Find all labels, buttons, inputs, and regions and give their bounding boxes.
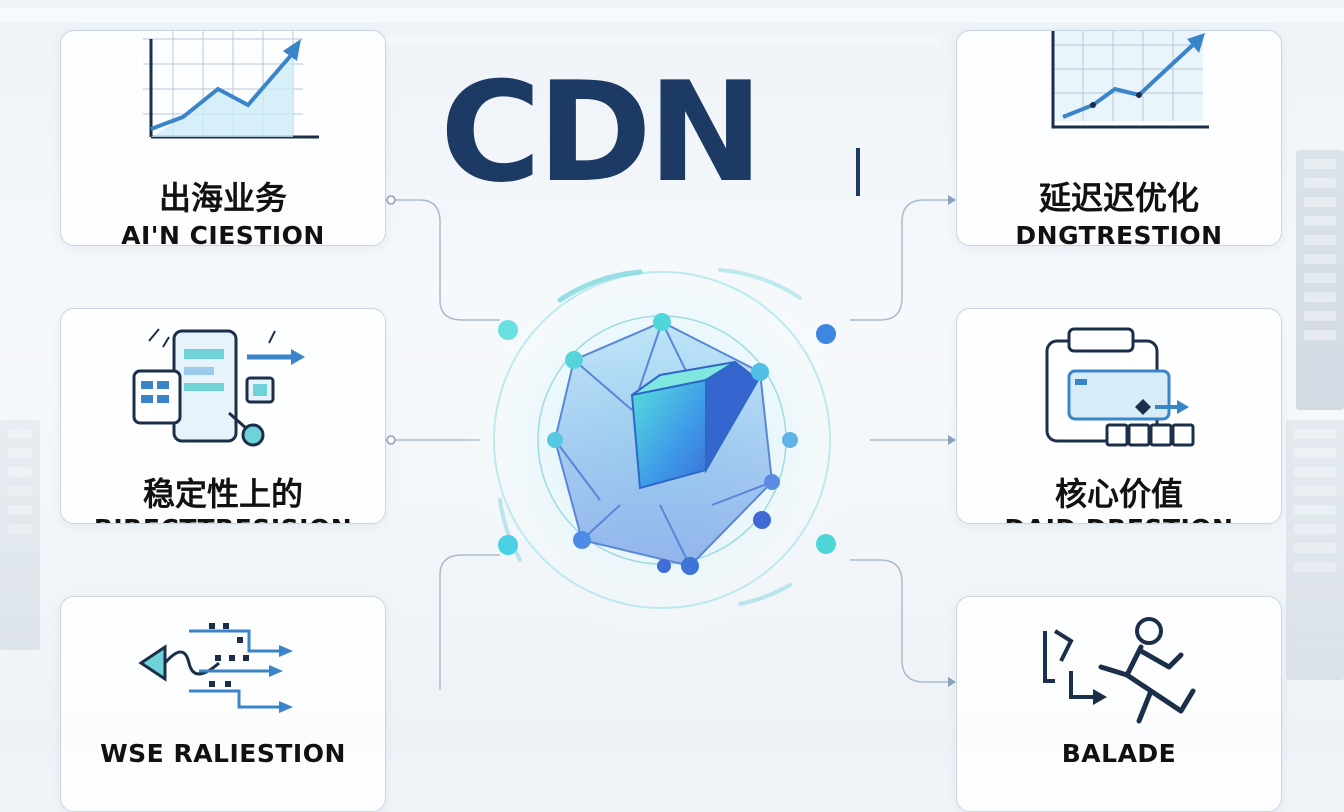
growth-chart-icon <box>143 31 319 139</box>
connector-overseas <box>385 199 500 321</box>
card-cn-label: 核心价值 <box>1054 475 1183 513</box>
card-en-label: BIRECTTRESISION <box>61 514 385 523</box>
page-title: CDN <box>440 52 763 213</box>
connector-latency <box>850 199 948 321</box>
card-en-label: BALADE <box>1061 739 1177 768</box>
connector-dot-2 <box>386 435 396 445</box>
card-en-label: AI'N CIESTION <box>121 221 325 246</box>
hub-cube <box>630 360 760 490</box>
connector-arrowheads <box>948 195 956 687</box>
card-cn-label: 出海业务 <box>158 179 287 217</box>
card-overseas[interactable]: 出海业务 AI'N CIESTION <box>60 30 386 246</box>
hub-nodes <box>498 313 836 575</box>
card-en-label: DNGTRESTION <box>1015 221 1223 246</box>
hub-ring-arc-1 <box>557 269 643 303</box>
connector-network <box>439 554 500 690</box>
running-person-icon <box>1043 617 1196 724</box>
server-pipeline-icon <box>1045 327 1195 447</box>
cdn-hub-diagram <box>385 195 956 690</box>
hub-ring-arc-2 <box>718 268 802 300</box>
card-balance[interactable]: BALADE <box>956 596 1282 812</box>
dashboard-flow-icon <box>132 328 305 447</box>
connector-lines <box>385 199 948 690</box>
card-en-label: WSE RALIESTION <box>100 739 346 768</box>
hub-ring-arc-3 <box>498 498 522 562</box>
hub-ring-arc-4 <box>738 583 792 606</box>
text-cursor <box>856 148 860 196</box>
connector-balance <box>850 559 948 683</box>
hub-ring-outer <box>493 271 831 609</box>
card-stability[interactable]: 稳定性上的 BIRECTTRESISION <box>60 308 386 524</box>
network-routing-icon <box>138 623 293 713</box>
card-core-value[interactable]: 核心价值 DAID DRESTION <box>956 308 1282 524</box>
card-latency[interactable]: 延迟迟优化 DNGTRESTION <box>956 30 1282 246</box>
card-cn-label: 延迟迟优化 <box>1038 179 1199 217</box>
trend-chart-icon <box>1051 31 1209 129</box>
card-cn-label: 稳定性上的 <box>142 475 303 513</box>
connector-dot-1 <box>386 195 396 205</box>
card-en-label: DAID DRESTION <box>957 514 1281 523</box>
card-network[interactable]: WSE RALIESTION <box>60 596 386 812</box>
